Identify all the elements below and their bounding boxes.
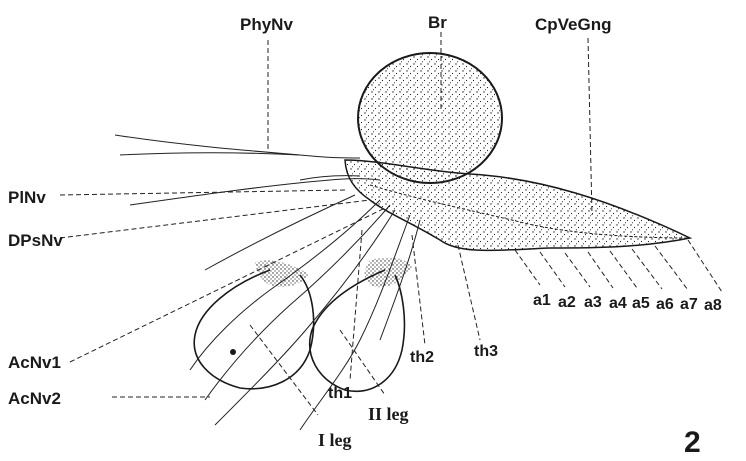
label-plnv: PlNv <box>8 188 46 207</box>
label-cpvegng: CpVeGng <box>535 15 612 34</box>
leader-cpvegng <box>588 38 592 215</box>
label-a4: a4 <box>609 295 627 312</box>
leg-nerve-6 <box>205 195 355 270</box>
label-br: Br <box>428 13 447 32</box>
pharyngeal-nerve <box>115 135 360 158</box>
leader-a5 <box>610 251 637 288</box>
label-th3: th3 <box>474 343 498 360</box>
label-acnv1: AcNv1 <box>8 353 61 372</box>
label-a6: a6 <box>656 296 674 313</box>
label-a7: a7 <box>680 296 698 313</box>
ventral-ganglion-shape <box>345 160 690 250</box>
leader-dpsnv <box>60 200 370 238</box>
label-phynv: PhyNv <box>240 15 293 34</box>
label-a1: a1 <box>533 292 551 309</box>
label-dpsnv: DPsNv <box>8 231 63 250</box>
label-a2: a2 <box>558 294 576 311</box>
small-dot <box>230 349 236 355</box>
leader-th3 <box>458 245 480 340</box>
label-leg1: I leg <box>318 430 352 450</box>
leader-th1 <box>350 230 362 380</box>
leader-a4 <box>588 252 613 288</box>
leg-1-outline <box>194 270 313 389</box>
leg-nerve-3 <box>215 210 395 425</box>
leader-a1 <box>515 250 540 285</box>
label-leg2: II leg <box>368 404 409 424</box>
leader-a6 <box>632 249 662 289</box>
leader-leg1 <box>250 325 318 415</box>
figure-number: 2 <box>684 426 701 459</box>
label-a5: a5 <box>632 295 650 312</box>
label-a3: a3 <box>584 294 602 311</box>
leader-a7 <box>655 246 688 290</box>
label-th2: th2 <box>410 349 434 366</box>
label-acnv2: AcNv2 <box>8 389 61 408</box>
leader-a3 <box>565 253 590 287</box>
leader-a8 <box>688 240 722 292</box>
leader-th2 <box>412 235 425 345</box>
label-th1: th1 <box>328 385 352 402</box>
leader-plnv <box>60 190 345 195</box>
label-a8: a8 <box>704 297 722 314</box>
leg-base-stipple-1 <box>255 261 310 287</box>
leader-a2 <box>540 252 565 287</box>
